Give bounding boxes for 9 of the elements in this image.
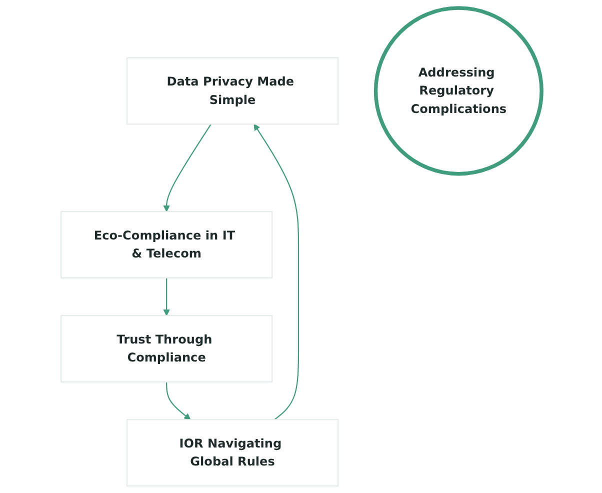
arrow [162,277,170,316]
node-box: Eco-Compliance in IT & Telecom [60,210,272,278]
node-box: IOR Navigating Global Rules [126,418,338,486]
node-box: Trust Through Compliance [60,314,272,382]
arrow [162,123,212,212]
node-box: Data Privacy Made Simple [126,56,338,124]
node-circle: Addressing Regulatory Complications [374,6,544,176]
arrow [253,123,299,420]
arrow [166,381,190,420]
